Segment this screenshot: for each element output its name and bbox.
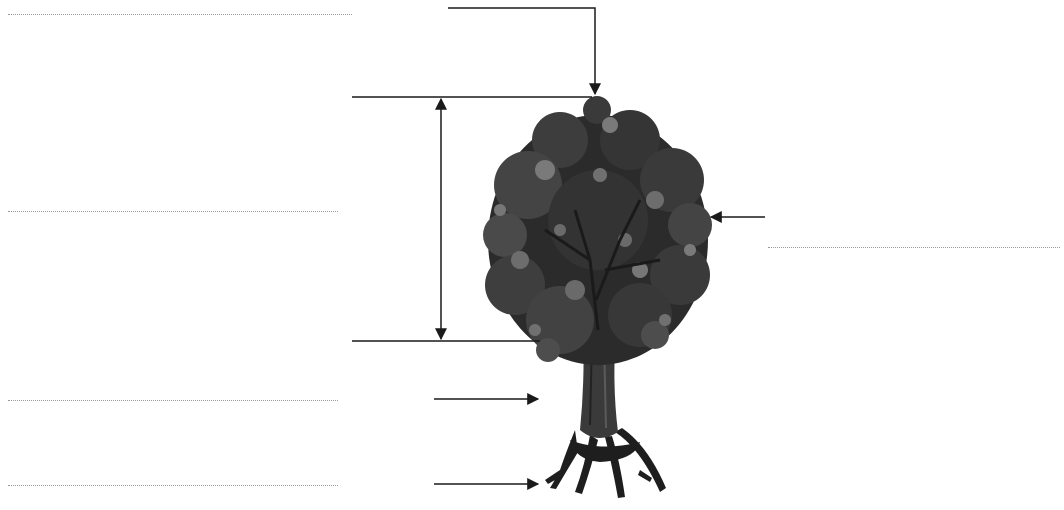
tree-illustration [483,96,712,498]
roots-shape [545,428,666,498]
crown-shape [483,96,712,365]
arrow-down-icon [448,8,595,94]
